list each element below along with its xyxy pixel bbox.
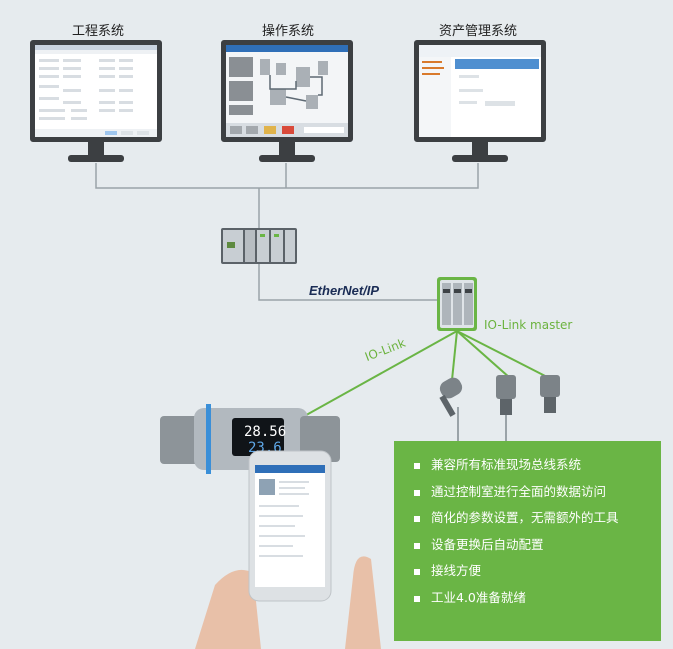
bullet-icon (414, 516, 420, 522)
feature-item: 通过控制室进行全面的数据访问 (412, 479, 651, 506)
engineering-system-label: 工程系统 (72, 24, 125, 39)
features-panel: 兼容所有标准现场总线系统 通过控制室进行全面的数据访问 简化的参数设置，无需额外… (394, 441, 661, 641)
flowmeter-device (160, 404, 340, 474)
operation-screen (221, 40, 353, 142)
feature-item: 简化的参数设置，无需额外的工具 (412, 505, 651, 532)
io-link-line-sensor-2 (456, 330, 511, 379)
io-link-master (437, 277, 477, 331)
bullet-icon (414, 489, 420, 496)
feature-item: 设备更换后自动配置 (412, 532, 651, 559)
engineering-screen (30, 40, 162, 142)
feature-text: 工业4.0准备就绪 (431, 589, 526, 605)
io-link-line-sensor-1 (451, 330, 458, 381)
level-sensor-2 (496, 375, 516, 445)
feature-item: 兼容所有标准现场总线系统 (412, 452, 651, 479)
feature-text: 接线方便 (431, 563, 482, 578)
ethernet-ip-label: EtherNet/IP (309, 283, 380, 298)
finger-right (345, 556, 381, 649)
features-list: 兼容所有标准现场总线系统 通过控制室进行全面的数据访问 简化的参数设置，无需额外… (412, 452, 651, 611)
io-link-sensors (439, 375, 560, 445)
feature-text: 通过控制室进行全面的数据访问 (431, 483, 607, 499)
asset-monitor-stand (472, 142, 488, 156)
operation-monitor-stand (279, 142, 295, 156)
hand-with-smartphone (195, 450, 381, 649)
operation-monitor-base (259, 155, 315, 162)
asset-monitor-base (452, 155, 508, 162)
asset-screen (414, 40, 546, 142)
feature-text: 设备更换后自动配置 (431, 536, 544, 552)
feature-text: 简化的参数设置，无需额外的工具 (431, 510, 619, 525)
asset-management-screenshot (419, 45, 541, 137)
temperature-sensor-1 (439, 377, 463, 445)
asset-management-system-label: 资产管理系统 (439, 24, 518, 39)
plc-controller (221, 228, 297, 264)
engineering-software-screenshot (35, 45, 157, 137)
io-link-line-sensor-3 (456, 330, 554, 381)
ethernet-ip-line (258, 262, 438, 301)
engineering-monitor-base (68, 155, 124, 162)
bullet-icon (414, 569, 420, 575)
feature-item: 接线方便 (412, 558, 651, 585)
operation-system-label: 操作系统 (262, 24, 315, 39)
flow-value-primary: 28.56 (244, 424, 287, 440)
bullet-icon (414, 463, 420, 469)
bus-line-top (95, 163, 479, 189)
hand (195, 569, 261, 649)
operation-hmi-screenshot (226, 45, 348, 137)
io-link-master-label: IO-Link master (484, 318, 573, 332)
pressure-sensor-3 (540, 375, 560, 413)
bullet-icon (414, 542, 420, 549)
engineering-monitor-stand (88, 142, 104, 156)
bullet-icon (414, 595, 420, 602)
feature-item: 工业4.0准备就绪 (412, 585, 651, 612)
feature-text: 兼容所有标准现场总线系统 (431, 457, 582, 472)
